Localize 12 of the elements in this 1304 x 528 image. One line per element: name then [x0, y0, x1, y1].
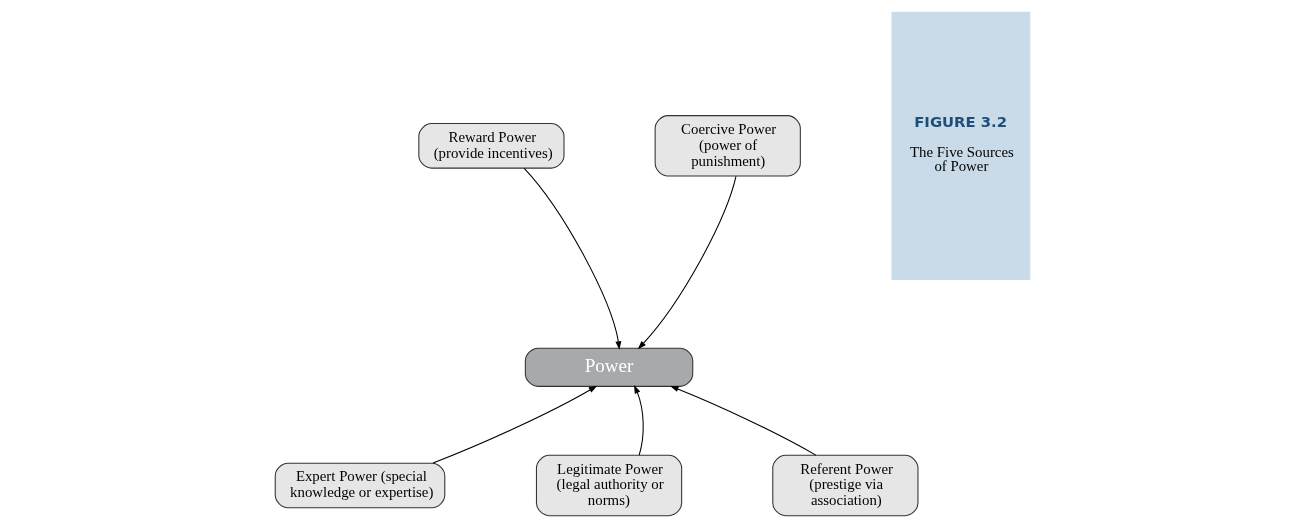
arrow	[669, 385, 816, 456]
node-box: Referent Power (prestige via association)	[771, 454, 918, 517]
node-box: Legitimate Power (legal authority or norms)	[535, 454, 682, 517]
node-box: Reward Power (provide incentives)	[417, 123, 565, 169]
arrow	[637, 175, 736, 350]
node-box: FIGURE 3.2 The Five Sources of Power	[890, 11, 1030, 280]
node-box: Power	[524, 347, 693, 387]
node-box: Expert Power (special knowledge or expertise)	[274, 462, 445, 509]
arrow	[432, 385, 597, 464]
arrow	[523, 167, 621, 350]
arrow	[633, 385, 644, 456]
node-box: Coercive Power (power of punishment)	[654, 115, 801, 177]
